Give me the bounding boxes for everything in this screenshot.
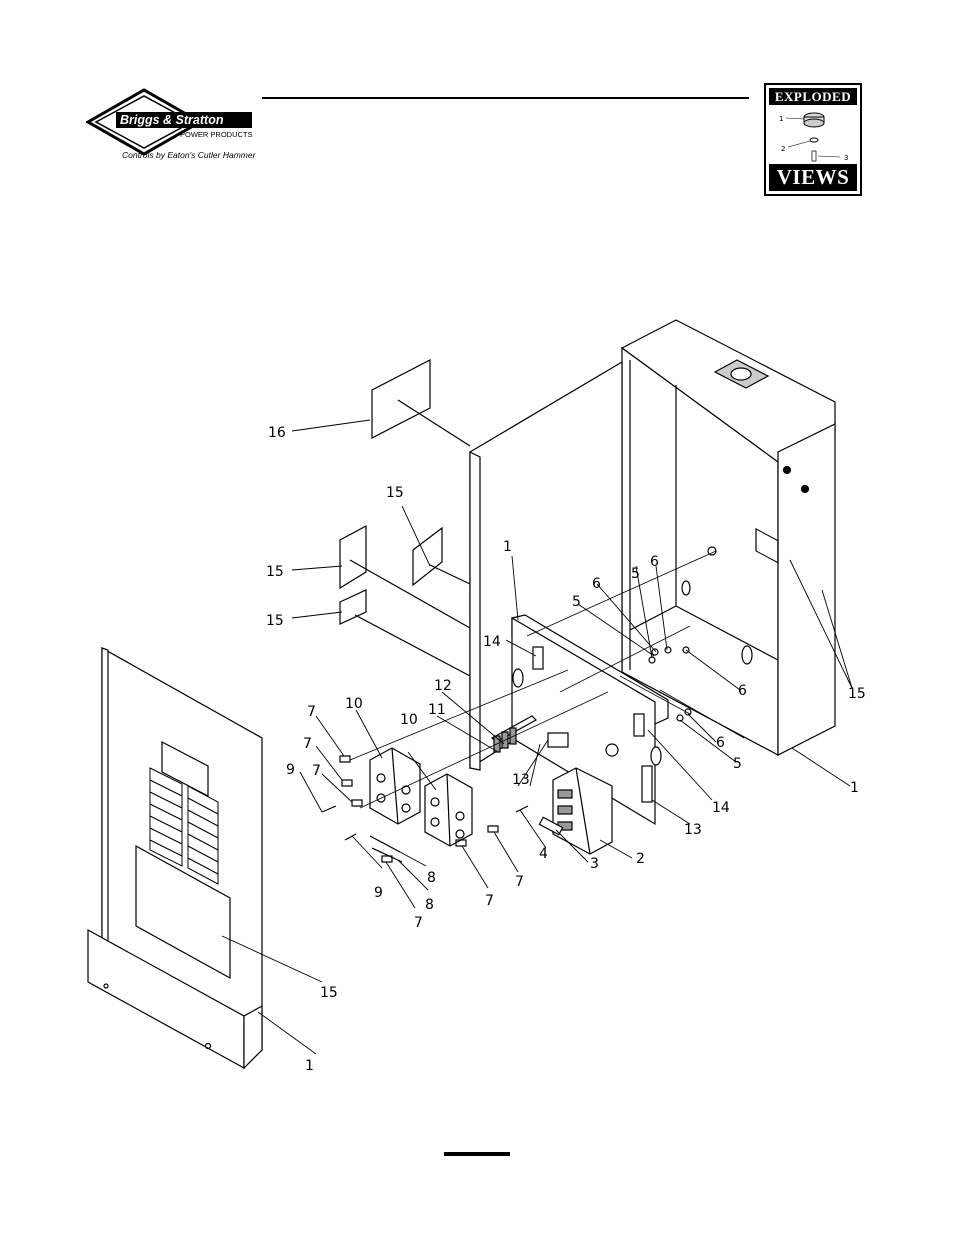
- callout-9: 9: [286, 762, 295, 778]
- callout-6: 6: [650, 554, 659, 570]
- callout-5: 5: [572, 594, 581, 610]
- callout-4: 4: [539, 846, 548, 862]
- callout-7: 7: [515, 874, 524, 890]
- callout-14: 14: [712, 800, 730, 816]
- callout-7: 7: [307, 704, 316, 720]
- callout-6: 6: [738, 683, 747, 699]
- callout-7: 7: [414, 915, 423, 931]
- label-15-upper: [413, 528, 470, 585]
- callout-6: 6: [716, 735, 725, 751]
- callout-1: 1: [850, 780, 859, 796]
- callout-11: 11: [428, 702, 446, 718]
- callout-16: 16: [268, 425, 286, 441]
- callout-14: 14: [483, 634, 501, 650]
- callout-5: 5: [631, 566, 640, 582]
- callout-15: 15: [266, 613, 284, 629]
- callout-7: 7: [303, 736, 312, 752]
- callout-10: 10: [345, 696, 363, 712]
- callout-2: 2: [636, 851, 645, 867]
- callout-1: 1: [503, 539, 512, 555]
- callout-13: 13: [512, 772, 530, 788]
- callout-15: 15: [386, 485, 404, 501]
- callout-15: 15: [266, 564, 284, 580]
- callout-1: 1: [305, 1058, 314, 1074]
- enclosure-box: [622, 320, 835, 755]
- callout-6: 6: [592, 576, 601, 592]
- callout-15: 15: [848, 686, 866, 702]
- front-door: [88, 648, 262, 1068]
- callout-13: 13: [684, 822, 702, 838]
- callout-8: 8: [427, 870, 436, 886]
- callout-12: 12: [434, 678, 452, 694]
- callout-5: 5: [733, 756, 742, 772]
- callout-7: 7: [312, 763, 321, 779]
- callout-8: 8: [425, 897, 434, 913]
- footer-rule: [444, 1152, 510, 1156]
- breaker-left: [370, 748, 420, 824]
- callout-7: 7: [485, 893, 494, 909]
- callout-10: 10: [400, 712, 418, 728]
- callout-3: 3: [590, 856, 599, 872]
- callout-15: 15: [320, 985, 338, 1001]
- label-15-left: [340, 526, 366, 588]
- callout-9: 9: [374, 885, 383, 901]
- label-16: [372, 360, 470, 446]
